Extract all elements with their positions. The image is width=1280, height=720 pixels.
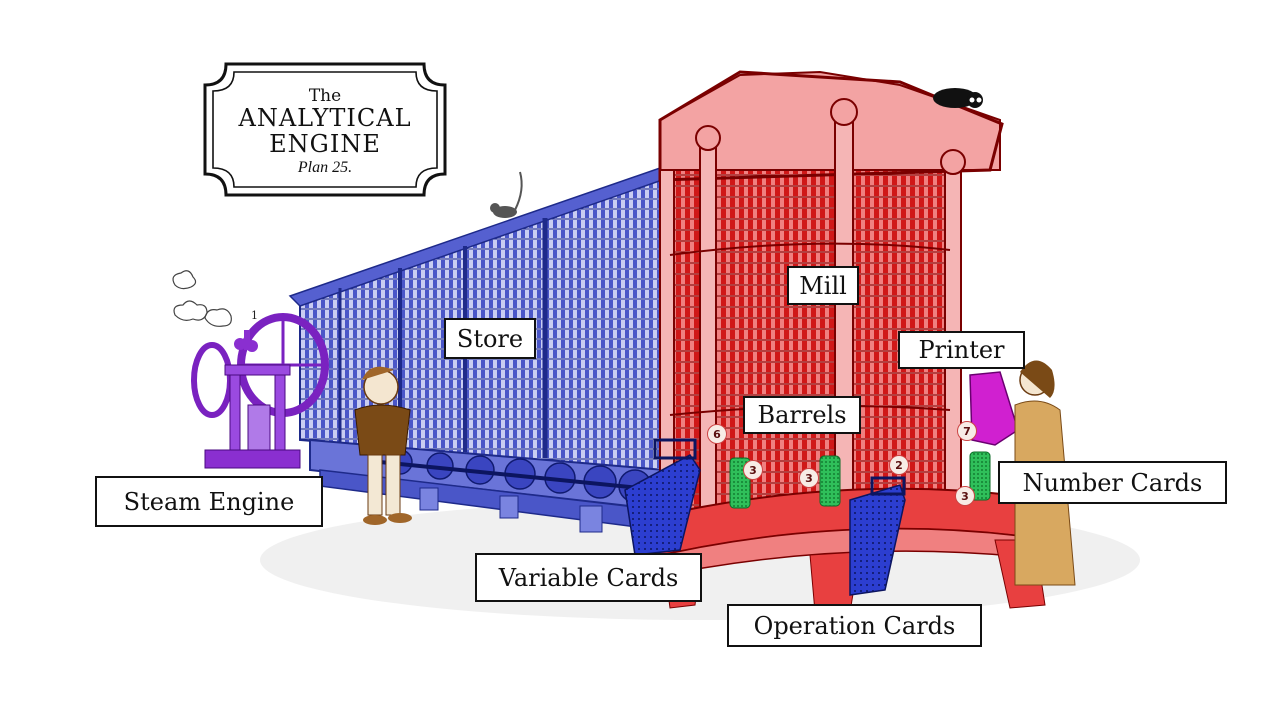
plaque-title-analytical: ANALYTICAL xyxy=(238,103,412,132)
label-number-cards: Number Cards xyxy=(998,461,1227,504)
barrels xyxy=(729,451,991,509)
badge-6: 6 xyxy=(707,424,727,444)
label-variable-cards: Variable Cards xyxy=(475,553,702,602)
label-steam-engine: Steam Engine xyxy=(95,476,323,527)
label-printer: Printer xyxy=(898,331,1025,369)
label-barrels: Barrels xyxy=(743,396,861,434)
gentleman-figure xyxy=(354,366,412,525)
printer-unit xyxy=(969,371,1019,446)
plaque-the: The xyxy=(308,85,342,106)
plaque-plan: Plan 25. xyxy=(297,158,353,176)
card-chains xyxy=(624,438,906,596)
label-mill: Mill xyxy=(787,266,859,305)
label-operation-cards: Operation Cards xyxy=(727,604,982,647)
badge-7: 7 xyxy=(957,421,977,441)
badge-3a: 3 xyxy=(743,460,763,480)
steam-engine-number: 1 xyxy=(251,309,258,322)
label-store: Store xyxy=(444,318,536,359)
badge-2: 2 xyxy=(889,455,909,475)
plaque-frame-icon xyxy=(203,62,447,197)
plaque-title-engine: ENGINE xyxy=(269,129,381,158)
steam-engine xyxy=(172,270,329,469)
badge-3b: 3 xyxy=(799,468,819,488)
badge-3c: 3 xyxy=(955,486,975,506)
title-plaque: The ANALYTICAL ENGINE Plan 25. xyxy=(202,61,448,198)
